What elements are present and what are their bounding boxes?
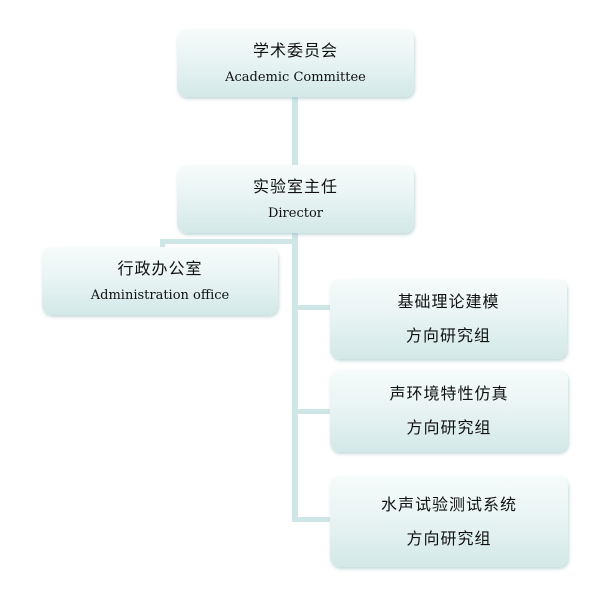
connector-admin-branch <box>160 239 296 244</box>
node-administration-office-zh: 行政办公室 <box>117 258 203 278</box>
connector-group-3 <box>292 517 332 522</box>
research-group-subtitle: 方向研究组 <box>405 326 491 345</box>
node-research-group-theory: 基础理论建模 方向研究组 <box>330 279 567 359</box>
node-academic-committee: 学术委员会 Academic Committee <box>177 29 414 97</box>
node-research-group-simulation: 声环境特性仿真 方向研究组 <box>330 370 568 452</box>
connector-group-2 <box>292 409 332 414</box>
node-administration-office: 行政办公室 Administration office <box>42 247 278 315</box>
research-group-title: 基础理论建模 <box>397 292 500 311</box>
connector-director-trunk <box>292 232 298 522</box>
node-research-group-testing: 水声试验测试系统 方向研究组 <box>330 476 568 567</box>
node-director-zh: 实验室主任 <box>252 176 338 196</box>
node-academic-committee-zh: 学术委员会 <box>252 40 338 60</box>
research-group-title: 声环境特性仿真 <box>389 384 509 403</box>
node-director: 实验室主任 Director <box>177 165 414 233</box>
node-administration-office-en: Administration office <box>90 287 230 303</box>
research-group-title: 水声试验测试系统 <box>380 494 517 514</box>
research-group-subtitle: 方向研究组 <box>406 418 492 437</box>
research-group-subtitle: 方向研究组 <box>406 528 492 548</box>
connector-committee-director <box>292 96 298 166</box>
connector-admin-drop <box>160 239 165 249</box>
node-academic-committee-en: Academic Committee <box>225 69 366 85</box>
connector-group-1 <box>292 305 332 310</box>
node-director-en: Director <box>267 205 324 221</box>
